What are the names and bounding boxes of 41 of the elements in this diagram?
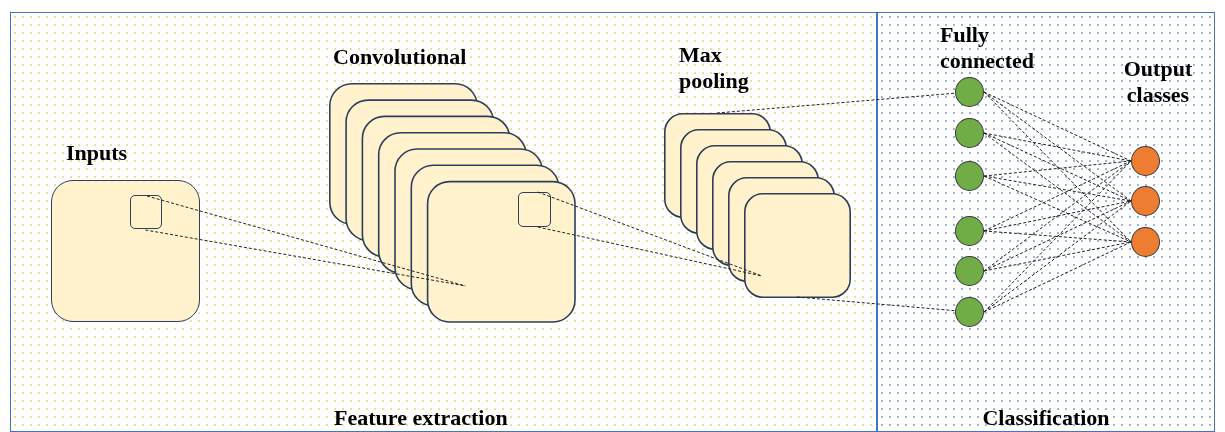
- neuron-circle: [954, 160, 984, 191]
- connector-line: [983, 132, 1132, 162]
- panel-title: Classification: [981, 405, 1111, 429]
- output-neuron: [1130, 145, 1160, 176]
- connector-line: [983, 160, 1132, 177]
- panel-region: [877, 12, 1215, 432]
- neuron-circle: [954, 117, 984, 148]
- panel-title: Feature extraction: [334, 405, 508, 429]
- connector-line: [537, 191, 763, 277]
- feature-map-stack: [663, 112, 851, 297]
- neuron-circle: [954, 215, 984, 246]
- panel-region: [10, 12, 877, 432]
- feature-map-stack: [328, 82, 576, 322]
- connector-line: [983, 200, 1132, 272]
- neuron-circle: [954, 255, 984, 286]
- connector-line: [983, 230, 1132, 243]
- connector-line: [983, 160, 1132, 272]
- connector-line: [983, 175, 1132, 202]
- connector-line: [983, 132, 1132, 202]
- kernel-window: [130, 195, 162, 229]
- connector-line: [983, 91, 1132, 202]
- layer-label: Inputs: [66, 140, 128, 167]
- output-neuron: [1130, 185, 1160, 216]
- neuron-circle: [954, 76, 984, 107]
- neuron-circle: [954, 296, 984, 327]
- connector-line: [796, 296, 956, 312]
- connector-line: [983, 241, 1132, 313]
- connector-line: [983, 160, 1132, 232]
- feature-map: [50, 179, 200, 322]
- layer-label: Max pooling: [679, 42, 750, 95]
- connector-line: [537, 226, 763, 277]
- layer-label: Fully connected: [940, 22, 1036, 75]
- connector-line: [983, 132, 1132, 243]
- layer-label: Output classes: [1122, 56, 1194, 109]
- connector-line: [983, 91, 1132, 243]
- output-neuron: [1130, 226, 1160, 257]
- connector-line: [144, 229, 466, 287]
- connector-line: [983, 200, 1132, 313]
- connector-line: [146, 195, 466, 287]
- layer-label: Convolutional: [333, 44, 467, 71]
- connector-line: [716, 92, 956, 114]
